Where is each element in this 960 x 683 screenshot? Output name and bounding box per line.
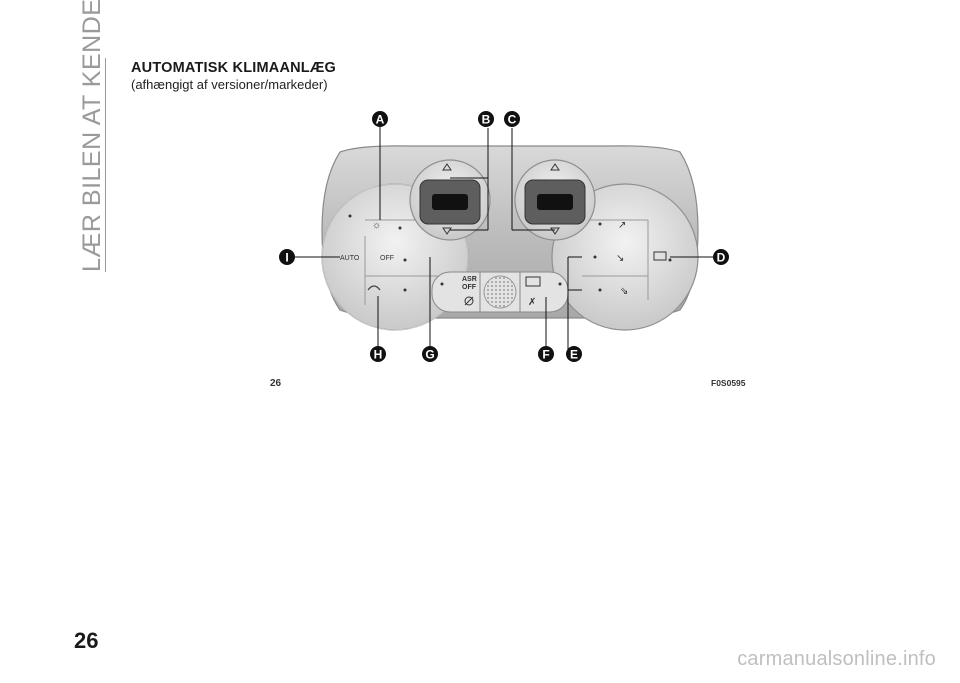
page-number: 26 [74,628,99,653]
off-button-label: OFF [380,255,394,262]
climate-control-panel-illustration: AUTO OFF ☼ ↗ ↘ ⇘ [279,111,729,362]
watermark: carmanualsonline.info [737,648,936,670]
callout-h: H [374,348,383,362]
left-air-vent [409,159,491,241]
callout-a: A [376,113,385,127]
right-air-vent [514,159,596,241]
center-button-strip: ASR OFF ✗ [431,271,569,313]
svg-text:☼: ☼ [372,220,381,231]
section-subtitle: (afhængigt af versioner/markeder) [131,77,328,92]
figure-callouts [294,126,714,354]
chapter-tab-rule [105,58,106,272]
callout-e: E [570,348,578,362]
asr-label-line1: ASR [462,276,477,283]
section-title: AUTOMATISK KLIMAANLÆG [131,60,337,76]
figure-code: F0S0595 [711,378,746,388]
svg-text:↗: ↗ [618,220,626,231]
callout-f: F [542,348,549,362]
figure-page-reference: 26 [270,378,282,389]
callout-d: D [717,251,726,265]
chapter-tab: LÆR BILEN AT KENDE [78,0,106,272]
svg-text:✗: ✗ [528,297,536,308]
auto-button-label: AUTO [340,255,360,262]
callout-c: C [508,113,517,127]
svg-text:↘: ↘ [616,253,624,264]
asr-label-line2: OFF [462,284,477,291]
svg-text:⇘: ⇘ [620,286,628,297]
chapter-tab-label: LÆR BILEN AT KENDE [78,0,106,272]
callout-b: B [482,113,491,127]
callout-i: I [285,251,288,265]
callout-g: G [425,348,434,362]
callout-markers: A B C D E F G H I [279,111,729,362]
